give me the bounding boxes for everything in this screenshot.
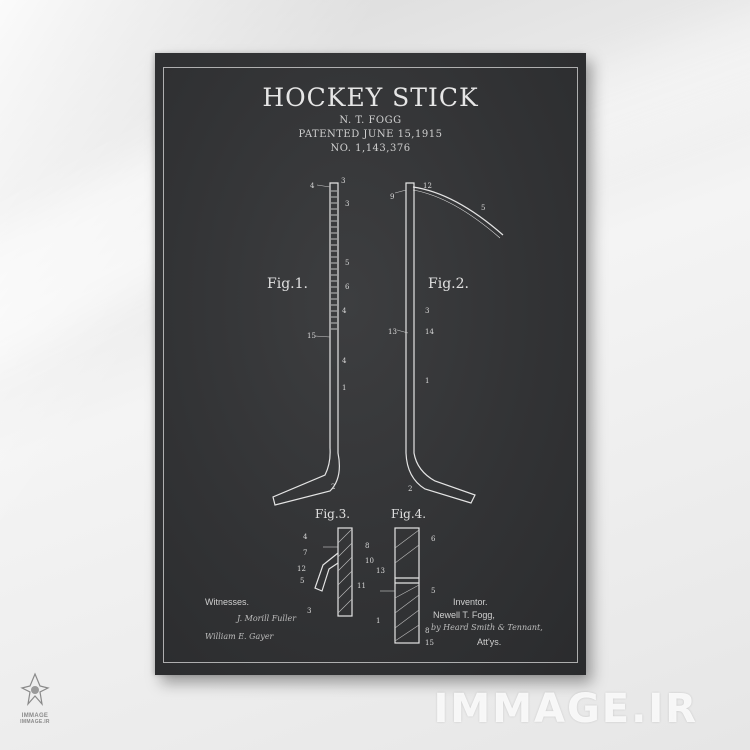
inventor-label: Inventor. bbox=[453, 597, 488, 607]
fig1-callout: 5 bbox=[345, 259, 349, 267]
attorneys-label: Att'ys. bbox=[477, 637, 502, 647]
patent-date: PATENTED JUNE 15,1915 bbox=[298, 129, 443, 140]
fig3-callout: 12 bbox=[297, 565, 306, 573]
attorney-signature: by Heard Smith & Tennant, bbox=[431, 623, 543, 632]
fig2-tape-strip bbox=[412, 186, 504, 236]
fig1-callout: 1 bbox=[342, 384, 346, 392]
fig3-callout: 7 bbox=[303, 549, 307, 557]
fig1-tape bbox=[331, 190, 337, 330]
fig2-callout: 3 bbox=[425, 307, 429, 315]
logo-subtext: IMMAGE.IR bbox=[20, 719, 50, 725]
callout-leaders bbox=[314, 184, 409, 592]
fig4-callout: 1 bbox=[376, 617, 380, 625]
fig4-callout: 8 bbox=[425, 627, 429, 635]
fig2-callout: 12 bbox=[423, 182, 432, 190]
fig2-callout: 14 bbox=[425, 328, 434, 336]
fig1-callout: 3 bbox=[345, 200, 349, 208]
fig2-callout: 1 bbox=[425, 377, 429, 385]
fig1-stick bbox=[272, 182, 340, 506]
immage-logo: IMMAGE IMMAGE.IR bbox=[12, 672, 58, 738]
fig4-shaft bbox=[394, 527, 420, 644]
fig3-callout: 8 bbox=[365, 542, 369, 550]
fig4-callout: 5 bbox=[431, 587, 435, 595]
witness-signature-2: William E. Gayer bbox=[205, 632, 274, 641]
fig3-callout: 11 bbox=[357, 582, 366, 590]
poster-title: HOCKEY STICK bbox=[262, 83, 479, 112]
fig3-callout: 4 bbox=[303, 533, 308, 541]
fig1-callout: 4 bbox=[342, 307, 347, 315]
fig3-tape bbox=[314, 552, 339, 592]
patent-drawing: 4 3 3 5 6 4 15 4 1 2 9 12 5 3 13 14 1 2 … bbox=[272, 177, 504, 647]
fig1-callout: 2 bbox=[331, 483, 335, 491]
logo-text: IMMAGE bbox=[21, 713, 49, 719]
fig1-callout: 15 bbox=[307, 332, 316, 340]
inner-border bbox=[163, 67, 578, 663]
fig1-callout: 4 bbox=[342, 357, 347, 365]
fig4-callout: 15 bbox=[425, 639, 434, 647]
witness-signature-1: J. Morill Fuller bbox=[237, 614, 297, 623]
section-hatching bbox=[337, 528, 420, 642]
fig1-callout: 4 bbox=[310, 182, 315, 190]
fig3-callout: 3 bbox=[307, 607, 311, 615]
fig4-callout: 6 bbox=[431, 535, 436, 543]
inventor-short: N. T. FOGG bbox=[339, 115, 402, 126]
patent-number: NO. 1,143,376 bbox=[330, 143, 411, 154]
fig3-label: Fig.3. bbox=[315, 507, 351, 521]
fig3-callout: 5 bbox=[300, 577, 304, 585]
fig4-callout: 13 bbox=[376, 567, 385, 575]
camera-lens-icon bbox=[20, 672, 50, 706]
inventor-name: Newell T. Fogg, bbox=[433, 610, 495, 620]
fig4-label: Fig.4. bbox=[391, 507, 427, 521]
canvas-print: HOCKEY STICK N. T. FOGG PATENTED JUNE 15… bbox=[155, 53, 586, 675]
fig3-callout: 10 bbox=[365, 557, 374, 565]
fig3-shaft bbox=[337, 527, 353, 617]
fig1-label: Fig.1. bbox=[267, 276, 308, 292]
witnesses-label: Witnesses. bbox=[205, 597, 250, 607]
fig2-callout: 2 bbox=[408, 485, 412, 493]
fig1-callout: 6 bbox=[345, 283, 350, 291]
fig2-label: Fig.2. bbox=[428, 276, 469, 292]
fig2-callout: 13 bbox=[388, 328, 397, 336]
watermark: IMMAGE.IR bbox=[433, 686, 698, 732]
fig2-stick bbox=[405, 182, 476, 504]
fig2-callout: 9 bbox=[390, 193, 394, 201]
fig2-callout: 5 bbox=[481, 204, 485, 212]
fig1-callout: 3 bbox=[341, 177, 345, 185]
